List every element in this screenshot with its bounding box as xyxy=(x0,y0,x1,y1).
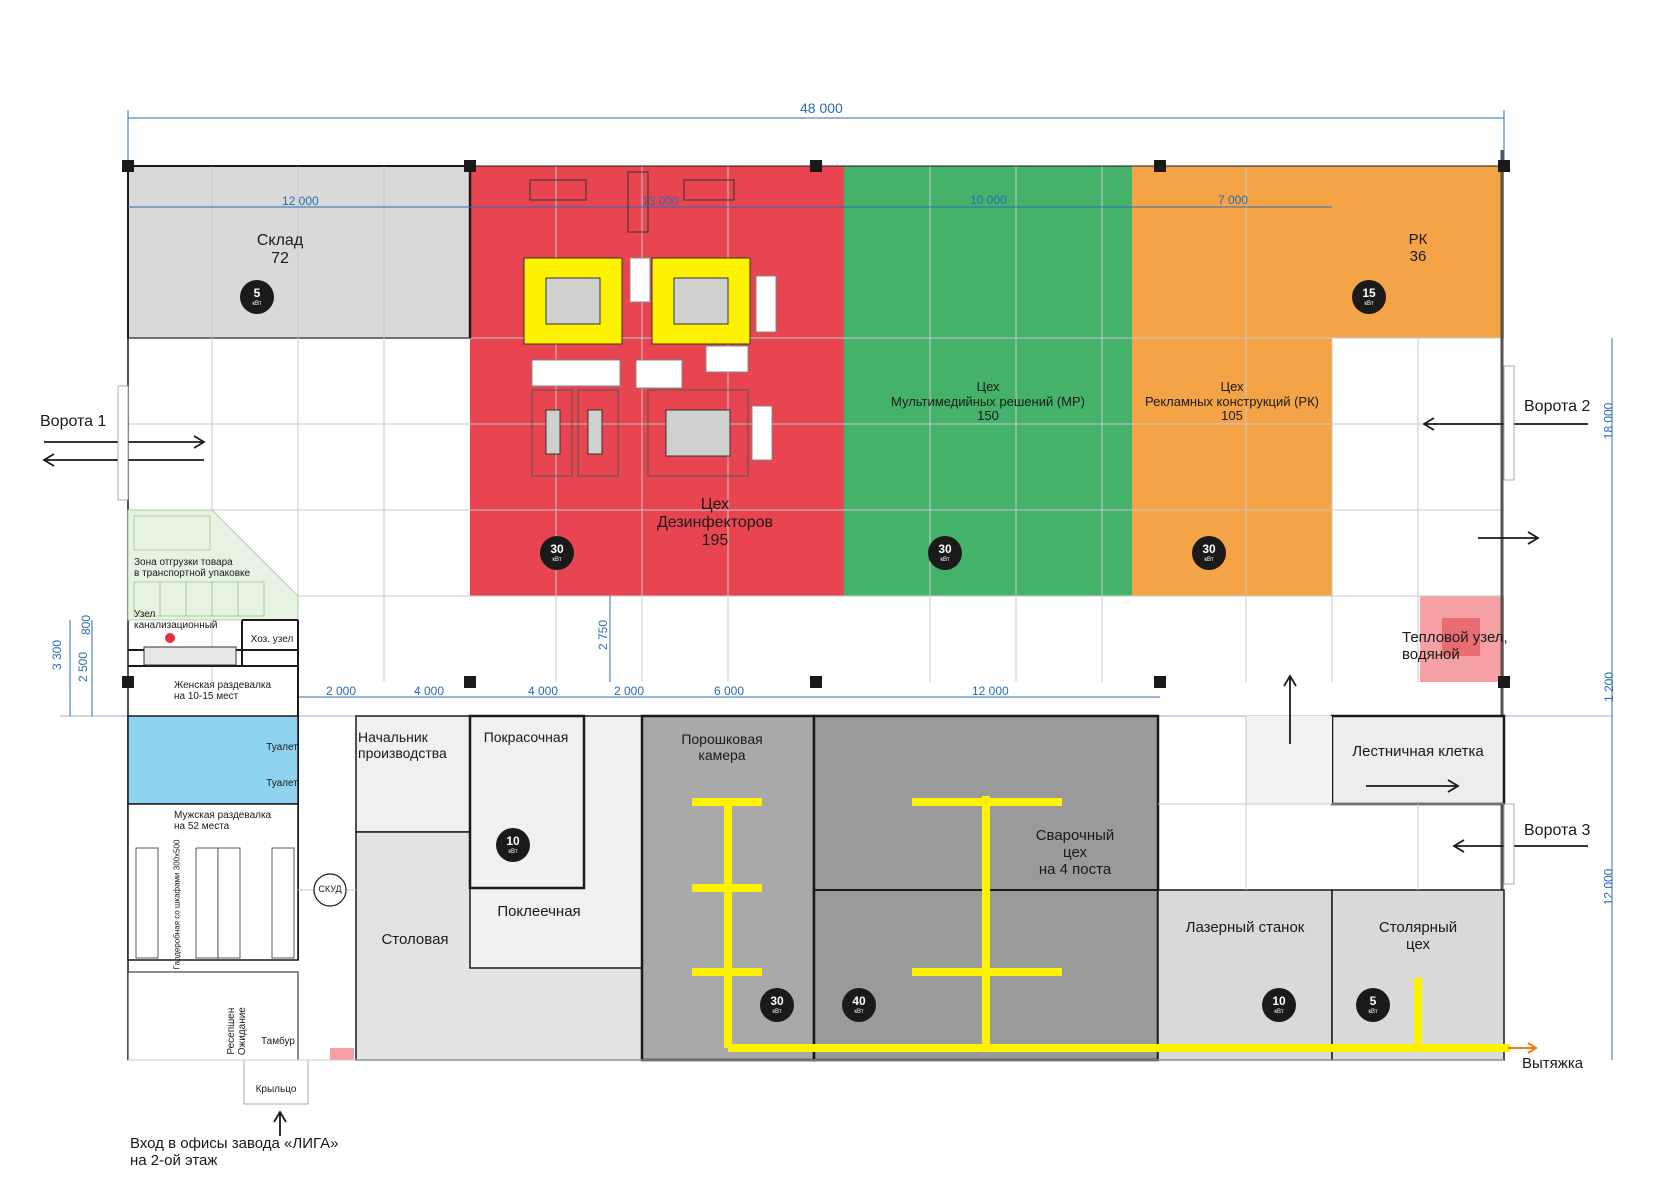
drain-point xyxy=(165,633,175,643)
label-vorota-2: Ворота 2 xyxy=(1524,398,1591,415)
label-zona: Зона отгрузки товара в транспортной упак… xyxy=(134,557,251,580)
label-tualet-2: Туалет xyxy=(266,778,298,789)
locker-rows xyxy=(135,847,295,959)
rk-ceh-zone xyxy=(1132,166,1332,596)
dim-row-3: 4 000 xyxy=(528,684,559,698)
teplo-core xyxy=(1442,618,1480,656)
label-entrance: Вход в офисы завода «ЛИГА» на 2-ой этаж xyxy=(130,1135,339,1169)
dim-row-1: 2 000 xyxy=(326,684,357,698)
gate-arrows xyxy=(42,365,1588,1136)
corridor-light xyxy=(1246,716,1332,804)
dim-left-800: 800 xyxy=(79,614,94,636)
grid-lines xyxy=(128,166,1504,682)
label-stolovaya: Столовая xyxy=(381,931,449,948)
label-teplo: Тепловой узел, водяной xyxy=(1402,629,1508,663)
columns xyxy=(122,160,1510,688)
sink-rack xyxy=(143,646,237,666)
pokras-room xyxy=(468,714,586,890)
porch xyxy=(243,1059,309,1105)
label-zhen: Женская раздевалка на 10-15 мест xyxy=(174,680,272,703)
dim-sklad-width: 12 000 xyxy=(282,194,319,208)
lower-grid xyxy=(128,716,1504,1061)
label-vytyazhka: Вытяжка xyxy=(1522,1055,1584,1072)
nachalnik-room xyxy=(355,715,471,833)
dim-row-6: 12 000 xyxy=(972,684,1009,698)
dim-mid-2750: 2 750 xyxy=(596,619,611,651)
label-muzh: Мужская раздевалка на 52 места xyxy=(174,810,272,833)
dim-rk-width: 7 000 xyxy=(1218,193,1249,207)
zona-pallets xyxy=(133,515,265,617)
label-pokras: Покрасочная xyxy=(483,729,569,745)
label-sklad: Склад 72 xyxy=(256,232,304,267)
dim-right-lower: 12 000 xyxy=(1601,868,1616,906)
label-skud: СКУД xyxy=(318,884,342,894)
dim-right-mid: 1 200 xyxy=(1602,671,1617,703)
label-mr: Цех Мультимедийных решений (МР) 150 xyxy=(891,379,1085,424)
dim-dezinf-width: 13 000 xyxy=(642,194,679,208)
furniture-dezinf xyxy=(523,171,777,477)
label-rk: РК 36 xyxy=(1408,231,1428,265)
label-rk-ceh: Цех Рекламных конструкций (РК) 105 xyxy=(1144,379,1319,424)
dim-left-3300: 3 300 xyxy=(50,639,65,671)
label-garderob: Гардеробная со шкафами 300х500 xyxy=(172,839,182,970)
exhaust-arrow xyxy=(1508,1042,1538,1054)
overall-width-dim: 48 000 xyxy=(800,100,843,116)
label-hoz: Хоз. узел xyxy=(250,634,294,645)
label-vorota-3: Ворота 3 xyxy=(1524,822,1591,839)
label-tambur: Тамбур xyxy=(261,1036,295,1047)
toilet-block xyxy=(127,715,299,805)
dim-left-2500: 2 500 xyxy=(76,651,91,683)
dim-mr-width: 10 000 xyxy=(970,193,1007,207)
dim-row-4: 2 000 xyxy=(614,684,645,698)
mr-zone xyxy=(844,166,1132,596)
label-stolyar: Столярный цех xyxy=(1378,919,1458,953)
skud-circle xyxy=(313,873,347,907)
label-nachalnik: Начальник производства xyxy=(358,729,447,761)
zona-otgruzki xyxy=(127,509,299,621)
label-poroshk: Порошковая камера xyxy=(681,731,763,763)
dim-row-2: 4 000 xyxy=(414,684,445,698)
sklad-zone xyxy=(127,165,471,339)
label-dezinf: Цех Дезинфекторов 195 xyxy=(656,496,774,549)
exhaust-ducts xyxy=(692,796,1510,1052)
label-kryltso: Крыльцо xyxy=(255,1084,297,1095)
lestn-room xyxy=(1330,714,1506,806)
label-reception: Ресепшен Ожидание xyxy=(225,1007,248,1056)
label-lazer: Лазерный станок xyxy=(1185,919,1305,936)
label-tualet-1: Туалет xyxy=(266,742,298,753)
label-svar: Сварочный цех на 4 поста xyxy=(1035,827,1115,878)
dim-row-5: 6 000 xyxy=(714,684,745,698)
label-vorota-1: Ворота 1 xyxy=(40,413,107,430)
lazer-room xyxy=(1157,889,1333,1061)
label-uzel-kan: Узел канализационный xyxy=(134,609,218,632)
tambur-mark xyxy=(330,1048,354,1060)
label-pokleech: Поклеечная xyxy=(497,903,581,920)
label-lestn: Лестничная клетка xyxy=(1352,743,1484,760)
